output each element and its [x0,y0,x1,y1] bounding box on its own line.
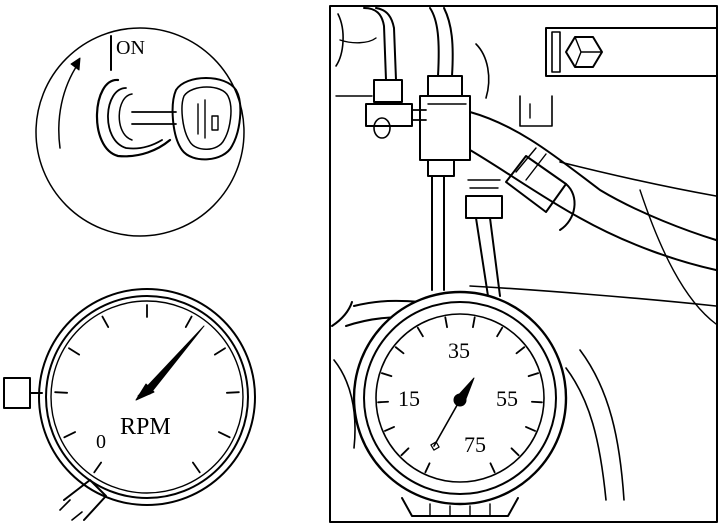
tachometer-unit-label: RPM [120,414,171,440]
tachometer-tick [184,315,193,328]
bolt-head-face [574,36,603,68]
pressure-gauge-tick [496,326,504,338]
pressure-gauge-tick [525,426,537,432]
fitting-left-nut [373,79,403,103]
hose-collar-ridge [515,147,547,181]
hose-end-cap [559,183,576,231]
tachometer-tick [225,391,240,394]
main-hose-lower [469,149,717,271]
main-hose-upper [469,111,717,241]
tachometer-bezel-middle [45,295,249,499]
tee-lower-nut [427,159,455,177]
pressure-gauge-tick [510,447,520,457]
pressure-gauge-tick [531,400,543,404]
key-groove-slot [211,115,219,131]
ignition-cylinder [95,78,172,158]
tachometer-tick [68,347,81,356]
tachometer-tick [218,431,231,439]
fitting-mid-nut [427,75,463,97]
pressure-gauge-tick [380,372,393,378]
pressure-panel-frame [329,5,718,523]
ignition-switch-panel: ON [35,27,245,237]
ignition-on-label: ON [116,37,145,59]
pressure-gauge-tick [416,326,424,338]
tachometer-tick [63,431,76,439]
ignition-cylinder-inner [118,93,133,141]
pressure-gauge-base-ticks [429,503,491,517]
ignition-key-inner [181,86,232,150]
tachometer-cable [63,479,107,521]
branch-fitting-nut [465,195,503,219]
fuel-pipe-left-outer [363,7,387,81]
tachometer-bezel-inner [50,300,244,494]
rotation-arrowhead-icon [70,57,81,71]
pressure-gauge-tick [377,400,389,404]
pressure-gauge-tick [394,346,405,355]
ignition-switch-outline [35,27,245,237]
fuel-pipe-mid-outer [429,7,440,77]
ignition-key [171,77,242,161]
engine-contour-8 [469,285,717,307]
tachometer: RPM 0 [3,288,256,521]
tachometer-needle-base [135,383,155,401]
bracket-plate [545,27,718,77]
fuel-pipe-left-inner [375,7,397,81]
tachometer-ticks [54,304,240,474]
tee-fitting-body [419,95,471,161]
pressure-gauge-needle-tail [433,399,461,447]
pressure-label-55: 55 [496,386,518,411]
pressure-gauge-face [375,313,545,483]
tachometer-tick [54,391,69,394]
gauge-hose-right [565,367,607,501]
tachometer-bezel-outer [38,288,256,506]
pressure-label-15: 15 [398,386,420,411]
gauge-hose-lower [333,359,356,449]
pressure-gauge-tick [383,426,395,432]
engine-contour-7 [559,161,717,197]
engine-contour-2 [339,37,377,44]
engine-contour-5 [519,95,553,127]
gauge-line-right-outer [475,217,489,297]
tachometer-mount-tab [3,377,31,409]
branch-fitting-thread [467,179,501,189]
pressure-gauge-bezel-inner [363,301,557,495]
gauge-hose-right-2 [579,349,625,501]
pressure-label-75: 75 [464,432,486,457]
pressure-test-panel: 35 15 55 75 [329,5,718,523]
tachometer-tick [213,347,226,356]
pressure-label-35: 35 [448,338,470,363]
engine-contour-9 [639,189,717,325]
pressure-gauge-tick [472,316,476,329]
pressure-gauge-tail-marker [430,441,440,451]
fitting-left-body [365,103,413,127]
engine-contour-3 [475,43,490,99]
pressure-gauge-ticks [377,316,543,474]
tachometer-tick [93,461,103,474]
tachometer-cable-fitting [59,499,83,521]
pressure-gauge-tick [444,316,448,329]
bracket-lip [551,31,561,73]
fuel-pipe-mid-inner [443,7,454,77]
tachometer-tick [101,315,110,328]
tachometer-zero-label: 0 [96,431,106,453]
pressure-gauge-base [401,497,519,517]
fitting-left-port [373,117,391,139]
tachometer-tick [191,461,201,474]
ignition-cylinder-rim [107,87,163,150]
pressure-gauge-tick [424,462,431,474]
fuel-pressure-gauge: 35 15 55 75 [352,290,568,517]
gauge-side-hose [331,301,353,327]
pressure-gauge-tick [400,447,410,457]
ignition-slot [131,111,177,125]
pressure-gauge-tick [515,346,526,355]
gauge-line-right-inner [489,217,501,297]
pressure-gauge-tick [489,462,496,474]
rotation-arrow-icon [58,63,79,149]
pressure-gauge-tick [527,372,540,378]
